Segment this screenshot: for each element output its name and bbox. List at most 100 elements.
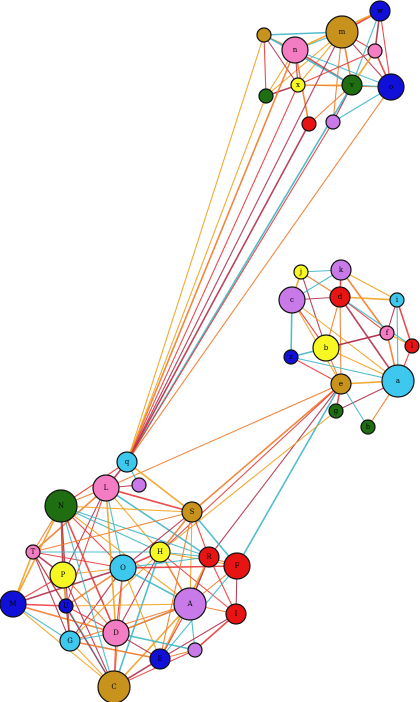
node-x[interactable]: x (290, 77, 306, 93)
node-label: c (290, 296, 294, 304)
edge-z-a (290, 356, 399, 382)
node-l[interactable]: l (404, 338, 420, 354)
node-j[interactable]: j (293, 264, 309, 280)
node-i[interactable]: i (389, 292, 405, 308)
node-label: P (61, 571, 66, 579)
node-label: n (293, 46, 298, 54)
node-label: k (339, 266, 344, 274)
edge-t1-x (263, 34, 299, 86)
node-k[interactable]: k (330, 259, 352, 281)
node-label: S (190, 508, 195, 516)
edge-N-S (60, 505, 193, 513)
edge-S-O (122, 511, 193, 569)
node-q[interactable]: q (116, 451, 138, 473)
node-label: z (289, 353, 293, 361)
node-label: i (396, 296, 399, 304)
node-t1[interactable] (256, 27, 272, 43)
node-label: R (206, 553, 212, 561)
edge-i-l (396, 299, 413, 347)
edge-t1-g1 (263, 34, 267, 97)
node-I[interactable]: I (225, 603, 247, 625)
node-vi1[interactable] (325, 114, 341, 130)
edge-q-S (126, 461, 193, 513)
node-label: m (339, 28, 346, 36)
edge-A-C (113, 603, 191, 688)
node-label: b (324, 344, 329, 352)
node-G[interactable]: G (59, 630, 81, 652)
node-circle (109, 554, 137, 582)
node-H[interactable]: H (149, 541, 171, 563)
node-label: e (339, 380, 343, 388)
node-label: A (186, 600, 193, 608)
node-label: q (125, 458, 130, 466)
edge-P-C (62, 574, 115, 688)
node-C[interactable]: C (97, 670, 131, 702)
node-circle (44, 489, 78, 523)
node-L[interactable]: L (92, 474, 120, 502)
node-circle (102, 619, 130, 647)
node-d[interactable]: d (329, 286, 351, 308)
node-U[interactable]: U (58, 598, 74, 614)
node-circle (198, 546, 220, 568)
node-h[interactable]: h (360, 419, 376, 435)
node-S[interactable]: S (181, 501, 203, 523)
node-g1[interactable] (258, 88, 274, 104)
node-label: T (31, 548, 36, 556)
node-e[interactable]: e (330, 373, 352, 395)
node-b[interactable]: b (312, 334, 340, 362)
node-R[interactable]: R (198, 546, 220, 568)
node-n[interactable]: n (281, 36, 309, 64)
edge-L-D (105, 487, 117, 634)
node-E[interactable]: E (149, 648, 171, 670)
node-o[interactable]: o (377, 73, 405, 101)
edge-k-f (340, 269, 388, 334)
node-label: D (113, 629, 119, 637)
edge-e-H (159, 383, 342, 553)
node-label: O (120, 564, 126, 572)
node-circle (341, 74, 363, 96)
edge-S-T (32, 511, 193, 553)
node-O[interactable]: O (109, 554, 137, 582)
node-label: f (386, 329, 390, 337)
edge-U-A (65, 603, 191, 607)
node-circle (92, 474, 120, 502)
node-m[interactable]: m (325, 15, 359, 49)
node-vi2[interactable] (131, 477, 147, 493)
node-g[interactable]: g (328, 403, 344, 419)
edge-N-C (60, 505, 115, 688)
node-v[interactable]: v (341, 74, 363, 96)
edge-q-r1 (126, 123, 310, 463)
node-circle (49, 561, 77, 589)
node-circle (293, 264, 309, 280)
node-f[interactable]: f (379, 325, 395, 341)
node-circle (367, 43, 383, 59)
edge-q-g1 (126, 95, 267, 463)
edge-g-H (159, 410, 337, 553)
node-T[interactable]: T (25, 544, 41, 560)
node-label: g (334, 407, 339, 415)
node-A[interactable]: A (173, 587, 207, 621)
node-circle (223, 552, 251, 580)
node-D[interactable]: D (102, 619, 130, 647)
node-a[interactable]: a (381, 364, 415, 398)
node-circle (278, 286, 306, 314)
node-F[interactable]: F (223, 552, 251, 580)
node-vi3[interactable] (187, 642, 203, 658)
edge-L-P (62, 487, 107, 576)
node-N[interactable]: N (44, 489, 78, 523)
node-label: U (63, 602, 69, 610)
node-P[interactable]: P (49, 561, 77, 589)
node-c[interactable]: c (278, 286, 306, 314)
node-label: x (296, 81, 300, 89)
edge-q-m (126, 31, 343, 463)
node-r1[interactable] (301, 116, 317, 132)
node-M[interactable]: M (0, 590, 27, 618)
edge-w-v (351, 10, 381, 86)
node-circle (325, 114, 341, 130)
node-p1[interactable] (367, 43, 383, 59)
node-circle (59, 630, 81, 652)
node-w[interactable]: w (369, 0, 391, 22)
node-z[interactable]: z (283, 349, 299, 365)
